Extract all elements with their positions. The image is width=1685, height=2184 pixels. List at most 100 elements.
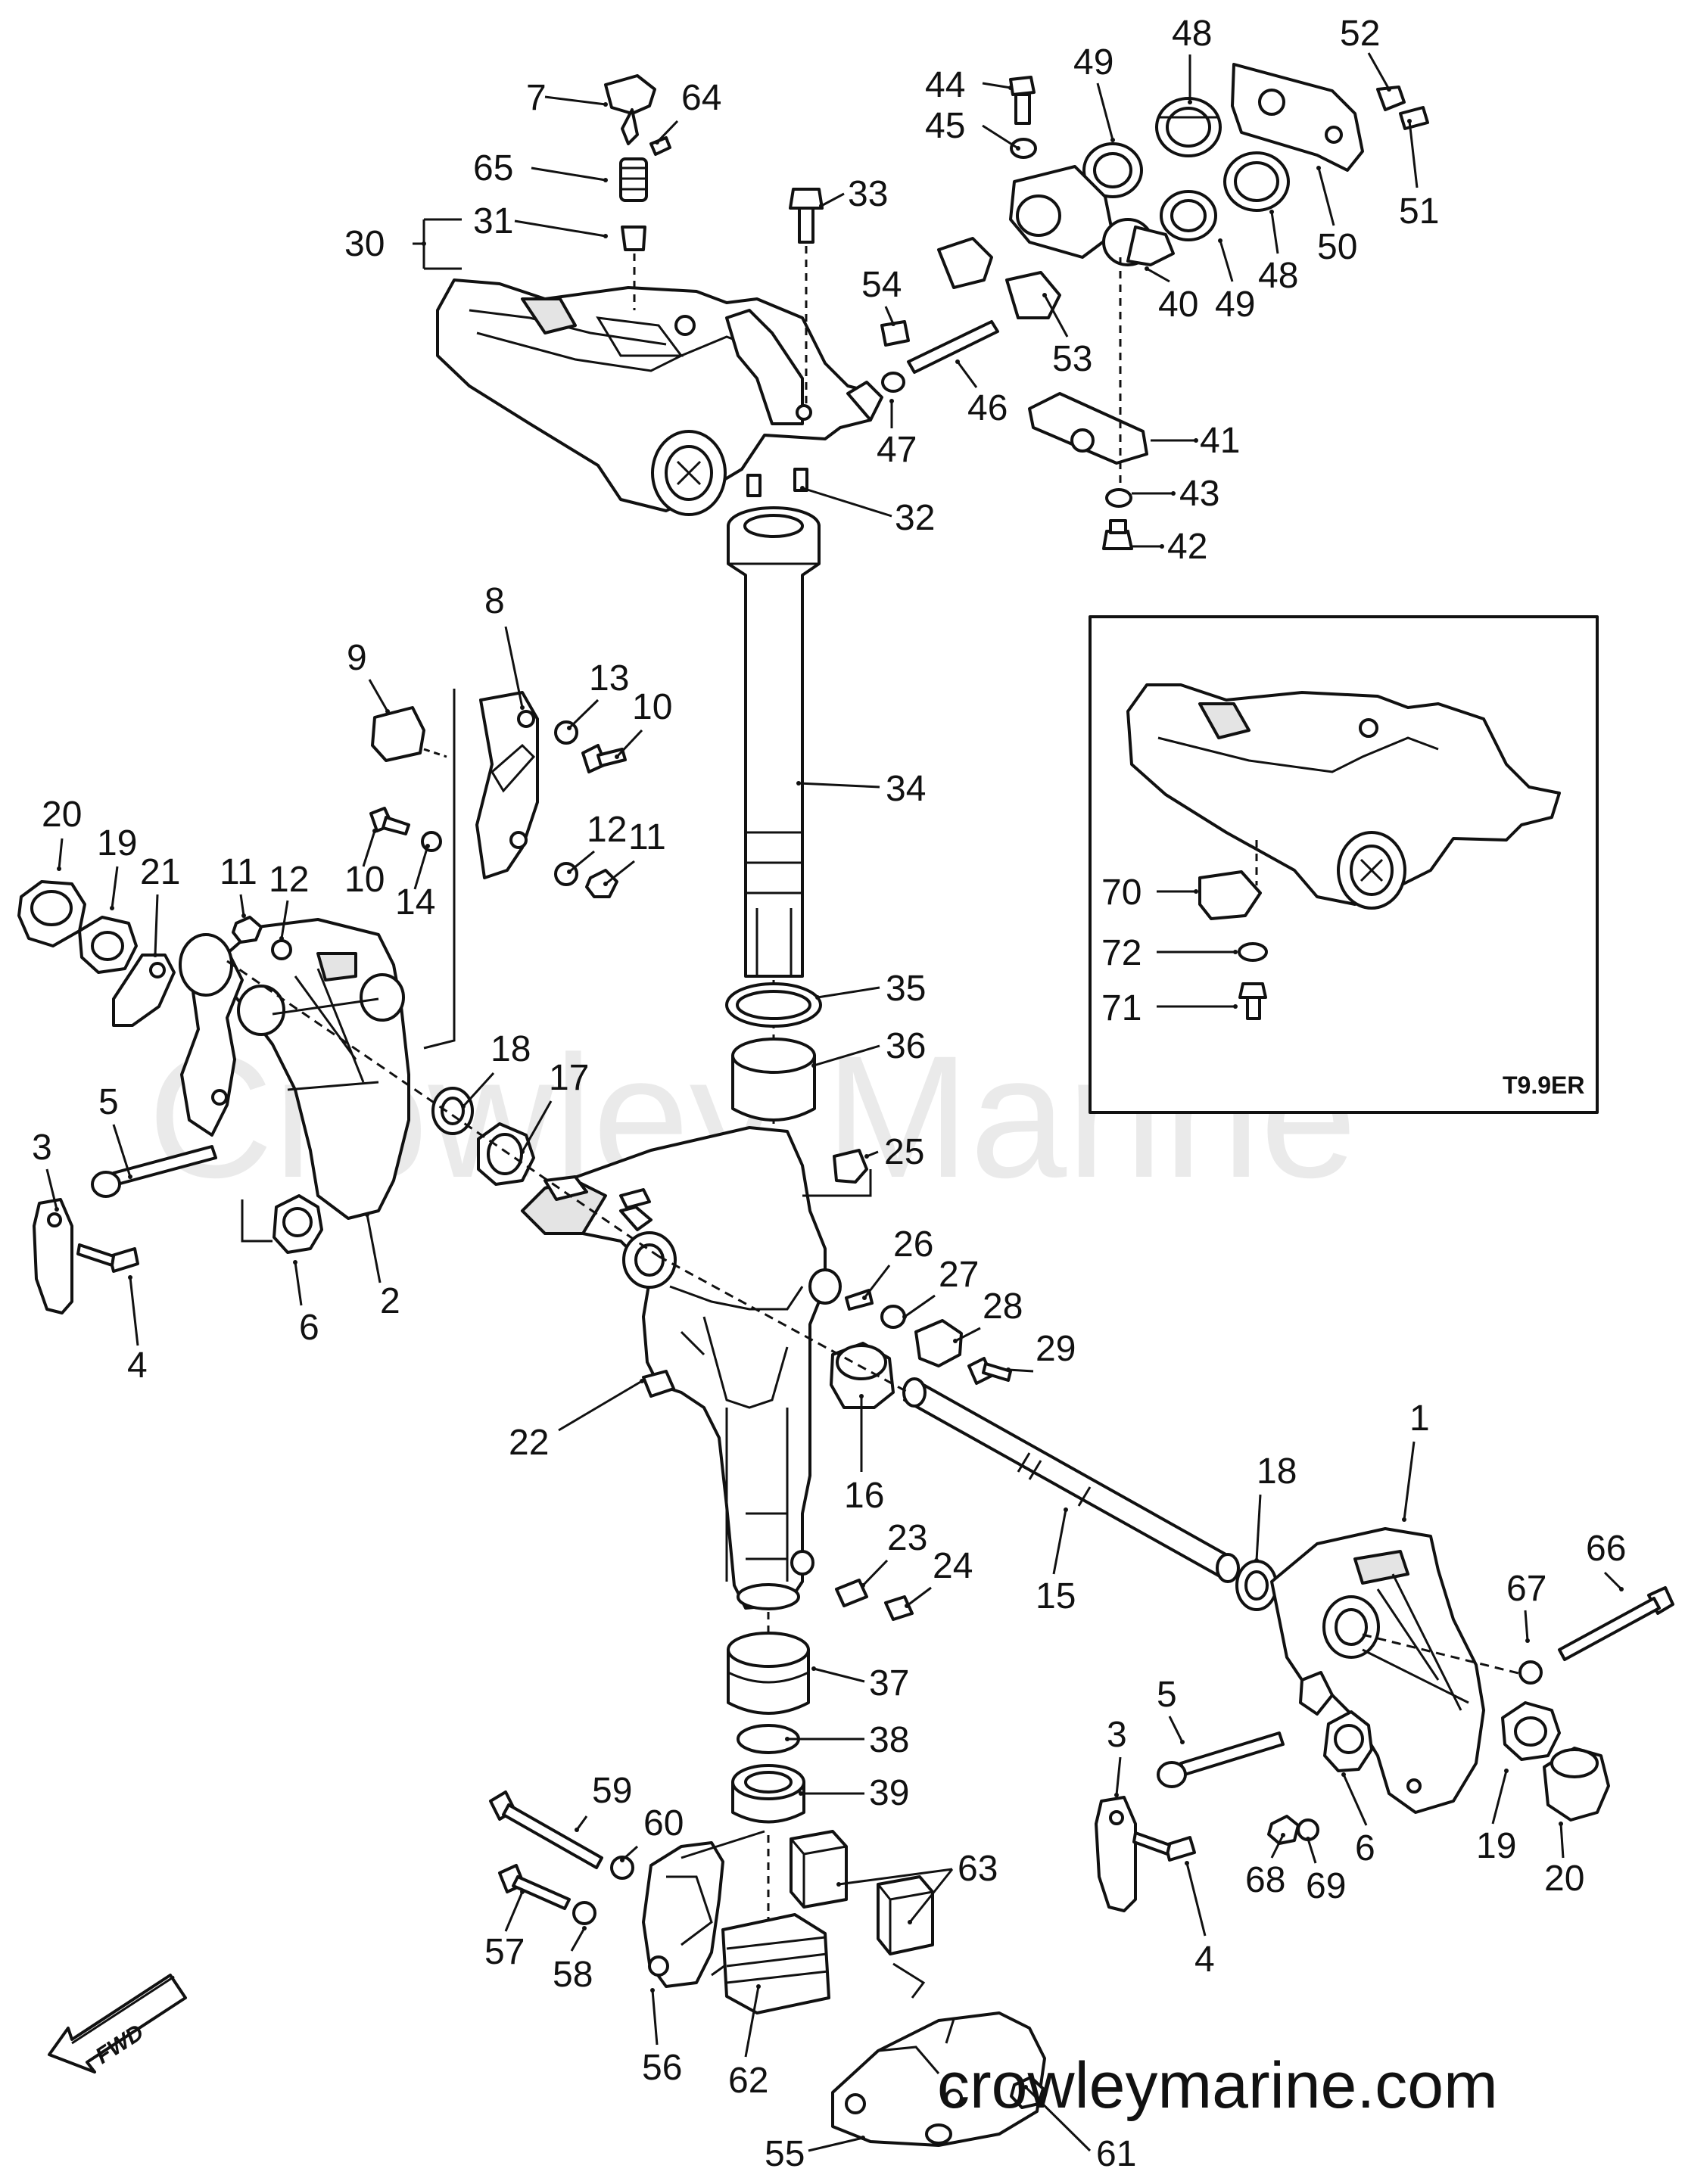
clamp-40 bbox=[1009, 165, 1175, 266]
callout-c54: 54 bbox=[861, 265, 902, 305]
leader-c2 bbox=[366, 1214, 382, 1283]
leader-tip-c42 bbox=[1160, 544, 1164, 549]
washer-61b bbox=[925, 2123, 952, 2145]
leader-tip-c68 bbox=[1281, 1833, 1285, 1837]
mount-62 bbox=[721, 1913, 830, 2014]
callout-c53: 53 bbox=[1052, 339, 1092, 379]
leader-tip-c24 bbox=[905, 1604, 909, 1608]
washer-14 bbox=[421, 831, 442, 852]
leader-tip-c50 bbox=[1316, 166, 1321, 170]
grommet-48b bbox=[1223, 151, 1290, 212]
leader-c54 bbox=[884, 306, 895, 325]
leader-tip-c6a bbox=[293, 1260, 297, 1265]
callout-c7: 7 bbox=[526, 78, 547, 118]
callout-c26: 26 bbox=[893, 1224, 933, 1265]
callout-c46: 46 bbox=[967, 388, 1008, 428]
leader-tip-c36 bbox=[811, 1063, 816, 1068]
spring-65 bbox=[619, 157, 648, 202]
leader-c63b bbox=[908, 1868, 954, 1923]
leader-tip-c72 bbox=[1233, 950, 1238, 954]
leader-tip-c64 bbox=[655, 140, 659, 145]
callout-c65: 65 bbox=[473, 148, 513, 188]
leader-tip-c7 bbox=[603, 102, 608, 107]
callout-c56: 56 bbox=[642, 2048, 682, 2088]
leader-c35 bbox=[817, 986, 880, 999]
steering-shaft-34 bbox=[727, 506, 821, 978]
leader-tip-c26 bbox=[862, 1296, 867, 1300]
leader-c50 bbox=[1317, 167, 1335, 226]
callout-c5b: 5 bbox=[1157, 1675, 1177, 1715]
leader-tip-c20a bbox=[57, 866, 61, 871]
leader-tip-c12a bbox=[279, 936, 284, 941]
leader-tip-c14 bbox=[425, 844, 430, 848]
leader-tip-c10a bbox=[615, 754, 619, 759]
leader-tip-c46 bbox=[955, 359, 960, 364]
leader-tip-c20b bbox=[1559, 1822, 1563, 1826]
leader-tip-c38 bbox=[785, 1737, 790, 1741]
leader-tip-c54 bbox=[891, 322, 895, 326]
washer-49a bbox=[1082, 142, 1143, 198]
leader-c3a bbox=[45, 1168, 58, 1210]
leader-tip-c21 bbox=[153, 953, 157, 957]
bushing-28 bbox=[914, 1319, 963, 1367]
leader-tip-c44 bbox=[1008, 86, 1013, 90]
leader-tip-c45 bbox=[1016, 146, 1020, 151]
leader-c15 bbox=[1052, 1509, 1067, 1575]
seal-35 bbox=[725, 982, 822, 1028]
callout-c72: 72 bbox=[1101, 933, 1142, 973]
washer-58 bbox=[572, 1901, 596, 1925]
leader-c33 bbox=[821, 192, 845, 207]
leader-c20a bbox=[58, 838, 64, 870]
leader-c46 bbox=[956, 361, 978, 388]
nut-68 bbox=[1267, 1815, 1300, 1845]
leader-tip-c67 bbox=[1525, 1638, 1530, 1643]
leader-tip-c28 bbox=[953, 1339, 958, 1343]
leader-tip-c18a bbox=[461, 1104, 466, 1109]
washer-27 bbox=[880, 1305, 906, 1329]
leader-c31 bbox=[514, 219, 606, 238]
leader-c4a bbox=[129, 1277, 139, 1346]
leader-c5b bbox=[1168, 1716, 1184, 1743]
leader-c44 bbox=[982, 82, 1011, 89]
leader-tip-c57 bbox=[520, 1890, 525, 1894]
leader-tip-c10b bbox=[372, 829, 377, 833]
leader-c59 bbox=[575, 1815, 588, 1831]
leader-tip-c17 bbox=[520, 1150, 525, 1154]
leader-tip-c69 bbox=[1306, 1837, 1310, 1841]
leader-c3b bbox=[1115, 1756, 1122, 1796]
bolt-10a bbox=[581, 744, 627, 773]
leader-c14 bbox=[413, 845, 429, 890]
leader-tip-c15 bbox=[1064, 1507, 1068, 1512]
leader-c21 bbox=[154, 894, 159, 956]
leader-tip-c30 bbox=[422, 241, 426, 246]
leader-c26 bbox=[863, 1265, 891, 1299]
nut-61a bbox=[1010, 2076, 1045, 2109]
leader-tip-c18b bbox=[1254, 1558, 1259, 1563]
leader-c68 bbox=[1270, 1834, 1285, 1859]
washer-18b bbox=[1235, 1560, 1278, 1611]
callout-c35: 35 bbox=[886, 969, 926, 1009]
leader-tip-c51 bbox=[1407, 119, 1412, 123]
leader-tip-c59 bbox=[575, 1828, 579, 1832]
plate-3b bbox=[1095, 1796, 1137, 1912]
leader-tip-c56 bbox=[650, 1988, 655, 1993]
leader-tip-c62 bbox=[756, 1984, 761, 1989]
callout-c49a: 49 bbox=[1073, 42, 1113, 82]
leader-c34 bbox=[798, 782, 880, 789]
lever-7 bbox=[604, 74, 656, 145]
leader-c17 bbox=[521, 1100, 553, 1153]
callout-c20b: 20 bbox=[1544, 1859, 1584, 1899]
callout-c23: 23 bbox=[887, 1518, 927, 1558]
callout-c3b: 3 bbox=[1107, 1715, 1127, 1755]
washer-12b bbox=[554, 862, 578, 886]
leader-tip-c35 bbox=[815, 995, 820, 1000]
callout-c48b: 48 bbox=[1258, 256, 1298, 296]
callout-c12b: 12 bbox=[587, 810, 627, 850]
leader-tip-c70 bbox=[1194, 889, 1198, 894]
bracket-50 bbox=[1231, 63, 1364, 172]
callout-c51: 51 bbox=[1399, 191, 1439, 232]
leader-tip-c29 bbox=[1006, 1367, 1011, 1372]
leader-c58 bbox=[570, 1927, 586, 1952]
leader-tip-c63 bbox=[836, 1882, 841, 1887]
